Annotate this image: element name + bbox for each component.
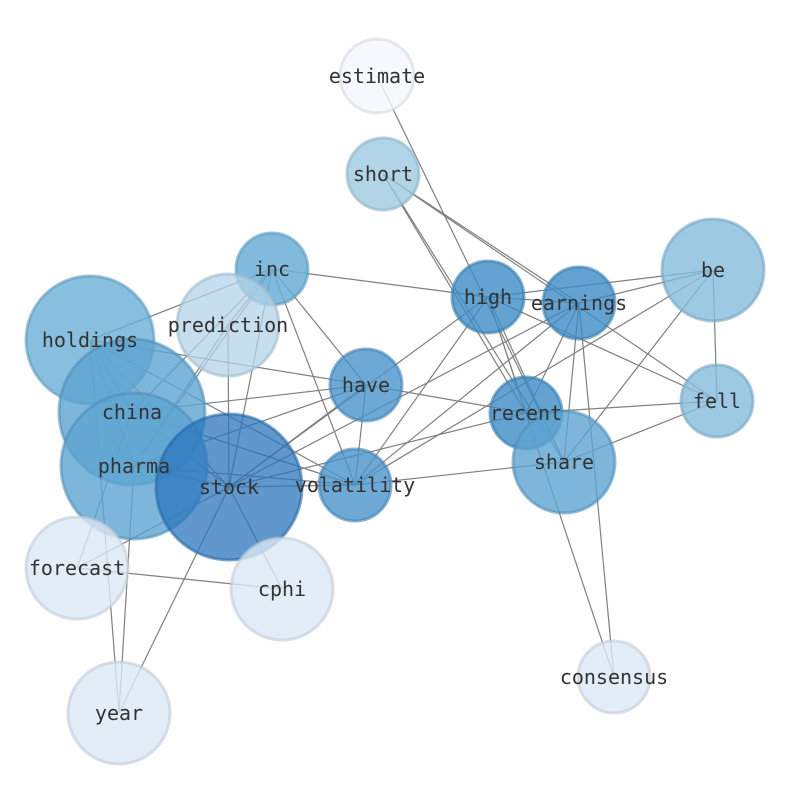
node-circle-stock (154, 412, 304, 562)
node-label-pharma: pharma (98, 454, 170, 478)
node-forecast (24, 515, 130, 621)
node-circle-prediction (175, 272, 281, 378)
node-label-prediction: prediction (168, 313, 288, 337)
edge-earnings-volatility (354, 302, 580, 486)
node-label-be: be (701, 258, 725, 282)
node-label-high: high (464, 285, 512, 309)
node-high (450, 259, 526, 335)
node-label-have: have (342, 373, 390, 397)
node-circle-consensus (576, 639, 652, 715)
node-label-year: year (95, 701, 143, 725)
node-label-volatility: volatility (295, 473, 415, 497)
node-consensus (576, 639, 652, 715)
node-volatility (317, 447, 393, 523)
node-label-earnings: earnings (531, 291, 627, 315)
node-label-forecast: forecast (29, 556, 125, 580)
node-stock (154, 412, 304, 562)
node-short (345, 136, 421, 212)
node-circle-volatility (317, 447, 393, 523)
node-year (66, 660, 172, 766)
node-circle-cphi (229, 536, 335, 642)
node-estimate (338, 37, 416, 115)
node-label-consensus: consensus (560, 665, 668, 689)
node-have (328, 347, 404, 423)
node-circle-short (345, 136, 421, 212)
node-earnings (541, 265, 617, 341)
edge-high-volatility (354, 296, 489, 486)
node-circle-earnings (541, 265, 617, 341)
node-label-fell: fell (693, 389, 741, 413)
node-label-recent: recent (490, 401, 562, 425)
node-circle-forecast (24, 515, 130, 621)
node-circle-estimate (338, 37, 416, 115)
node-label-stock: stock (199, 475, 259, 499)
node-circle-fell (679, 363, 755, 439)
nodes-layer: estimate short inc be high earnings holdings pr… (24, 37, 766, 766)
node-label-cphi: cphi (258, 577, 306, 601)
node-fell (679, 363, 755, 439)
node-be (660, 217, 766, 323)
node-circle-share (511, 409, 617, 515)
node-circle-high (450, 259, 526, 335)
node-prediction (175, 272, 281, 378)
node-label-estimate: estimate (329, 64, 425, 88)
node-label-inc: inc (254, 257, 290, 281)
node-share (511, 409, 617, 515)
node-circle-be (660, 217, 766, 323)
edge-high-fell (487, 296, 718, 402)
node-label-short: short (353, 162, 413, 186)
node-label-china: china (102, 400, 162, 424)
node-cphi (229, 536, 335, 642)
node-label-share: share (534, 450, 594, 474)
node-circle-year (66, 660, 172, 766)
node-circle-have (328, 347, 404, 423)
node-label-holdings: holdings (42, 328, 138, 352)
